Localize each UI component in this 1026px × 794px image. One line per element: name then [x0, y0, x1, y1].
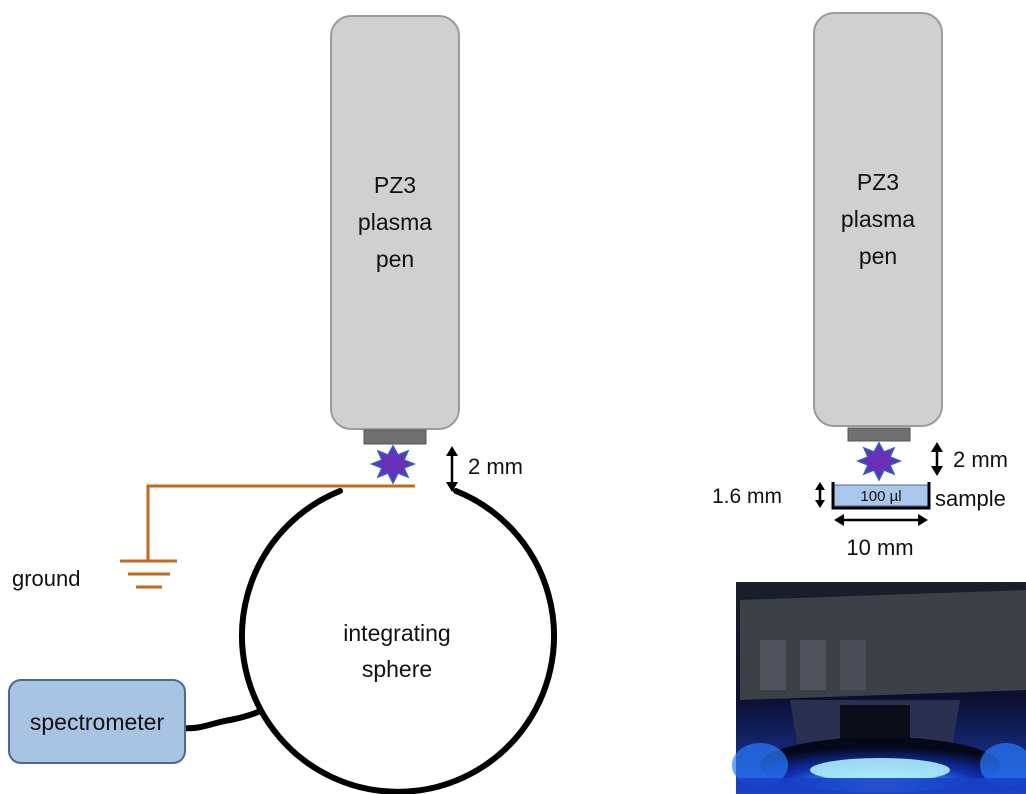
left-pen-label-line2: plasma	[358, 209, 432, 235]
left-pen-nozzle	[363, 429, 427, 445]
plasma-spark-icon	[369, 444, 417, 485]
sample-volume-label: 100 µl	[860, 488, 901, 505]
right-pen-label-line1: PZ3	[857, 169, 899, 195]
double-arrow-icon	[446, 446, 458, 492]
left-gap-label: 2 mm	[468, 454, 523, 479]
left-plasma-pen	[330, 15, 460, 430]
spectrometer-box	[8, 679, 186, 764]
plasma-photo	[732, 582, 1026, 794]
well-height-label: 1.6 mm	[712, 485, 782, 508]
double-arrow-icon	[931, 442, 943, 476]
sample-well-wall	[831, 482, 931, 510]
integrating-sphere	[239, 488, 557, 794]
right-setup: PZ3 plasma pen 2 mm 100 µl sample 1.6 mm	[712, 12, 1026, 794]
ground-label: ground	[12, 566, 81, 591]
sphere-label-line1: integrating	[343, 620, 450, 646]
left-pen-label-line1: PZ3	[374, 172, 416, 198]
double-arrow-icon	[815, 482, 825, 508]
right-plasma-pen	[813, 12, 943, 427]
double-arrow-icon	[834, 514, 928, 526]
right-gap-label: 2 mm	[953, 447, 1008, 472]
fiber-cable	[180, 709, 261, 732]
plasma-spark-icon	[855, 441, 903, 482]
right-pen-nozzle	[847, 427, 911, 442]
sample-label: sample	[935, 486, 1006, 511]
ground-symbol-icon	[120, 559, 177, 589]
right-pen-label-line2: plasma	[841, 206, 915, 232]
right-pen-label-line3: pen	[859, 243, 897, 269]
well-width-label: 10 mm	[846, 535, 913, 560]
spectrometer-label: spectrometer	[30, 709, 165, 735]
sphere-label-line2: sphere	[362, 656, 432, 682]
left-setup: PZ3 plasma pen 2 mm ground integrating s…	[8, 15, 557, 794]
left-pen-label-line3: pen	[376, 246, 414, 272]
ground-wire	[146, 484, 415, 560]
